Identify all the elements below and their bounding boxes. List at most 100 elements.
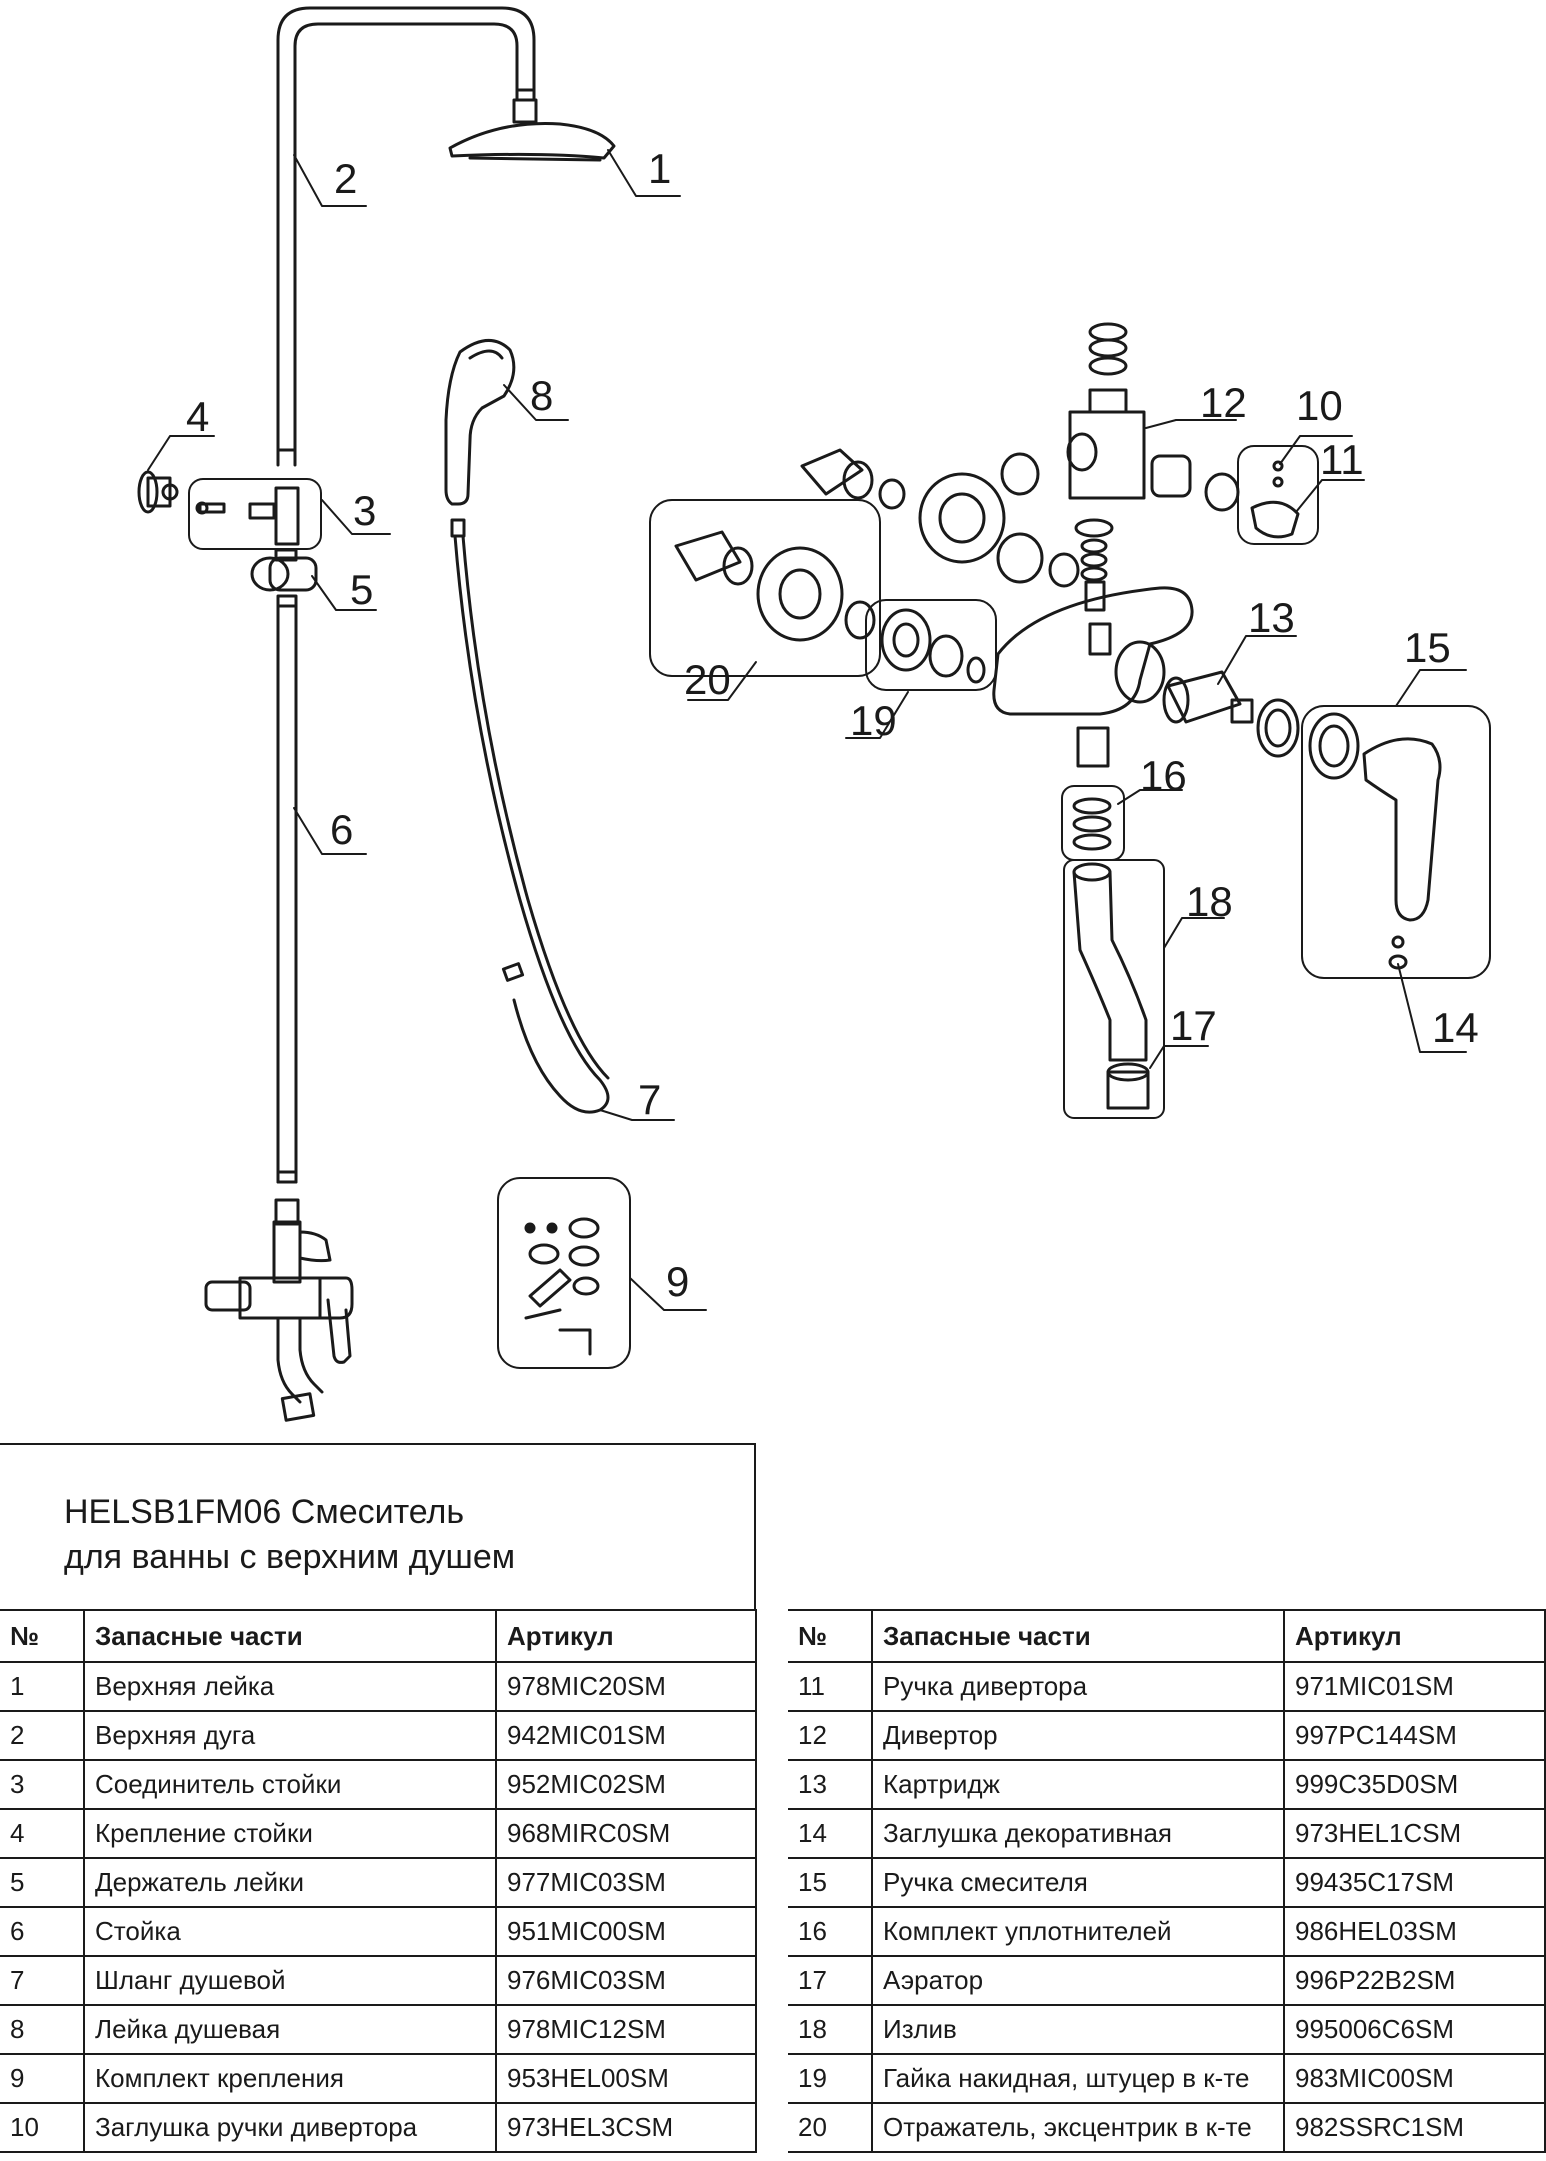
table-header: № Запасные части Артикул xyxy=(788,1609,1546,1663)
callout-20: 20 xyxy=(684,656,731,703)
mixer-body xyxy=(992,586,1194,716)
row-part: Лейка душевая xyxy=(83,2004,497,2055)
row-number: 9 xyxy=(0,2053,85,2104)
row-sku: 977MIC03SM xyxy=(495,1857,757,1908)
row-sku: 968MIRC0SM xyxy=(495,1808,757,1859)
callout-7: 7 xyxy=(638,1076,661,1123)
row-number: 17 xyxy=(788,1955,873,2006)
row-part: Верхняя лейка xyxy=(83,1661,497,1712)
callout-1: 1 xyxy=(648,145,671,192)
spout xyxy=(1063,859,1165,1119)
row-number: 19 xyxy=(788,2053,873,2104)
row-number: 7 xyxy=(0,1955,85,2006)
upper-fittings xyxy=(800,448,1080,588)
row-part: Заглушка ручки дивертора xyxy=(83,2102,497,2153)
row-sku: 978MIC20SM xyxy=(495,1661,757,1712)
row-part: Крепление стойки xyxy=(83,1808,497,1859)
mounting-kit xyxy=(497,1177,631,1369)
callout-14: 14 xyxy=(1432,1004,1479,1051)
row-part: Соединитель стойки xyxy=(83,1759,497,1810)
product-subtitle: для ванны с верхним душем xyxy=(64,1538,516,1576)
upper-arc xyxy=(276,6,536,467)
header-part: Запасные части xyxy=(871,1609,1285,1663)
row-number: 6 xyxy=(0,1906,85,1957)
callout-10: 10 xyxy=(1296,382,1343,429)
mixer-handle xyxy=(1301,705,1491,979)
row-sku: 99435C17SM xyxy=(1283,1857,1546,1908)
row-part: Излив xyxy=(871,2004,1285,2055)
header-sku: Артикул xyxy=(1283,1609,1546,1663)
callout-5: 5 xyxy=(350,566,373,613)
table-header: № Запасные части Артикул xyxy=(0,1609,757,1663)
title-box: HELSB1FM06 Смеситель для ванны с верхним… xyxy=(0,1443,756,1609)
callout-15: 15 xyxy=(1404,624,1451,671)
row-part: Дивертор xyxy=(871,1710,1285,1761)
eccentric-group xyxy=(649,499,881,677)
row-part: Аэратор xyxy=(871,1955,1285,2006)
row-sku: 953HEL00SM xyxy=(495,2053,757,2104)
header-number: № xyxy=(788,1609,873,1663)
header-number: № xyxy=(0,1609,85,1663)
row-part: Заглушка декоративная xyxy=(871,1808,1285,1859)
callout-3: 3 xyxy=(353,487,376,534)
wall-bracket xyxy=(137,470,179,514)
row-sku: 971MIC01SM xyxy=(1283,1661,1546,1712)
callout-12: 12 xyxy=(1200,379,1247,426)
row-sku: 973HEL3CSM xyxy=(495,2102,757,2153)
handshower xyxy=(444,339,516,538)
nut-group xyxy=(865,599,997,691)
row-number: 4 xyxy=(0,1808,85,1859)
row-sku: 997PC144SM xyxy=(1283,1710,1546,1761)
column-connector xyxy=(188,478,322,550)
callout-11: 11 xyxy=(1320,436,1364,483)
row-number: 3 xyxy=(0,1759,85,1810)
row-sku: 986HEL03SM xyxy=(1283,1906,1546,1957)
row-number: 2 xyxy=(0,1710,85,1761)
row-number: 18 xyxy=(788,2004,873,2055)
row-number: 10 xyxy=(0,2102,85,2153)
row-number: 14 xyxy=(788,1808,873,1859)
shower-hose xyxy=(453,534,610,1114)
callout-16: 16 xyxy=(1140,752,1187,799)
row-part: Комплект крепления xyxy=(83,2053,497,2104)
row-sku: 973HEL1CSM xyxy=(1283,1808,1546,1859)
row-number: 11 xyxy=(788,1661,873,1712)
row-number: 16 xyxy=(788,1906,873,1957)
header-part: Запасные части xyxy=(83,1609,497,1663)
row-number: 13 xyxy=(788,1759,873,1810)
callout-labels: 1 2 3 4 5 6 7 8 9 10 11 12 13 14 15 16 1… xyxy=(186,145,1479,1305)
row-sku: 976MIC03SM xyxy=(495,1955,757,2006)
row-part: Ручка смесителя xyxy=(871,1857,1285,1908)
leader-lines xyxy=(147,149,1467,1311)
row-number: 20 xyxy=(788,2102,873,2153)
row-sku: 982SSRC1SM xyxy=(1283,2102,1546,2153)
row-sku: 952MIC02SM xyxy=(495,1759,757,1810)
header-sku: Артикул xyxy=(495,1609,757,1663)
callout-6: 6 xyxy=(330,806,353,853)
assembled-mixer xyxy=(204,1198,354,1422)
row-part: Верхняя дуга xyxy=(83,1710,497,1761)
row-number: 8 xyxy=(0,2004,85,2055)
cartridge xyxy=(1162,670,1300,758)
row-sku: 978MIC12SM xyxy=(495,2004,757,2055)
product-title: HELSB1FM06 Смеситель xyxy=(64,1493,465,1531)
